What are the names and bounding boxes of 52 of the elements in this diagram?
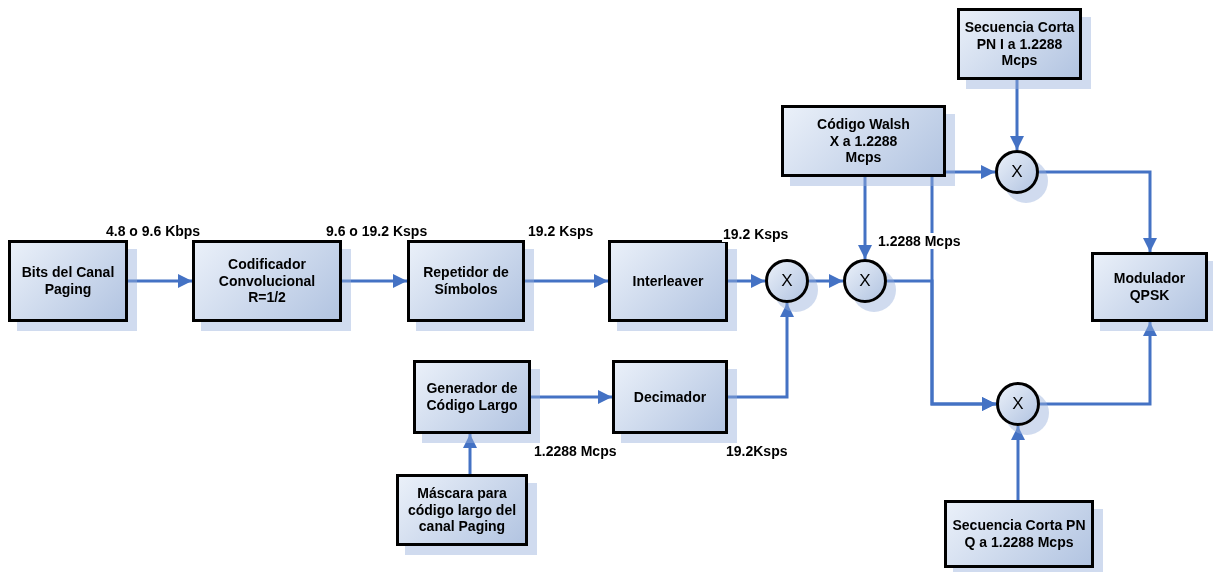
process-box [1091,252,1208,322]
box-label: Decimador [633,388,707,406]
arrow [1011,426,1025,500]
process-box [8,240,128,322]
arrow [1010,80,1024,150]
process-box [944,500,1094,568]
arrow [946,165,995,179]
multiply-symbol: X [1012,393,1024,415]
box-label: Secuencia Corta PN Q a 1.2288 Mcps [952,517,1086,551]
rate-label: 9.6 o 19.2 Ksps [325,223,429,239]
process-box [781,105,946,177]
box-label: Interleaver [632,272,704,290]
box-label: Codificador Convolucional R=1/2 [217,255,317,307]
process-box [407,240,525,322]
arrow [342,274,407,288]
process-box [608,240,728,322]
arrow [728,274,765,288]
process-box [396,474,528,546]
arrow [128,274,192,288]
arrow [1039,170,1157,252]
arrow [525,274,608,288]
multiplier-circle [765,259,809,303]
rate-label: 1.2288 Mcps [533,443,618,459]
multiplier-circle [843,259,887,303]
multiply-symbol: X [1011,161,1023,183]
box-label: Modulador QPSK [1112,270,1187,304]
rate-label: 19.2 Ksps [527,223,595,239]
box-label: Repetidor de Símbolos [422,264,510,298]
multiply-symbol: X [781,270,793,292]
rate-label: 19.2 Ksps [722,226,790,242]
multiplier-circle [995,150,1039,194]
arrow [809,274,843,288]
box-label: Bits del Canal Paging [20,264,116,298]
box-label: Generador de Código Largo [425,380,519,414]
arrow [728,303,794,399]
process-box [957,8,1082,80]
rate-label: 19.2Ksps [725,443,789,459]
box-label: Máscara para código largo del canal Paging [406,484,518,536]
process-box [413,360,531,434]
process-box [612,360,728,434]
arrow [531,390,612,404]
rate-label: 1.2288 Mcps [877,233,962,249]
arrow [858,177,872,259]
arrow [1040,322,1157,406]
box-label: Código Walsh X a 1.2288 Mcps [816,115,911,167]
arrow [463,434,477,474]
multiply-symbol: X [859,270,871,292]
arrow [887,279,996,411]
process-box [192,240,342,322]
box-label: Secuencia Corta PN I a 1.2288 Mcps [963,18,1076,70]
multiplier-circle [996,382,1040,426]
rate-label: 4.8 o 9.6 Kbps [105,223,202,239]
